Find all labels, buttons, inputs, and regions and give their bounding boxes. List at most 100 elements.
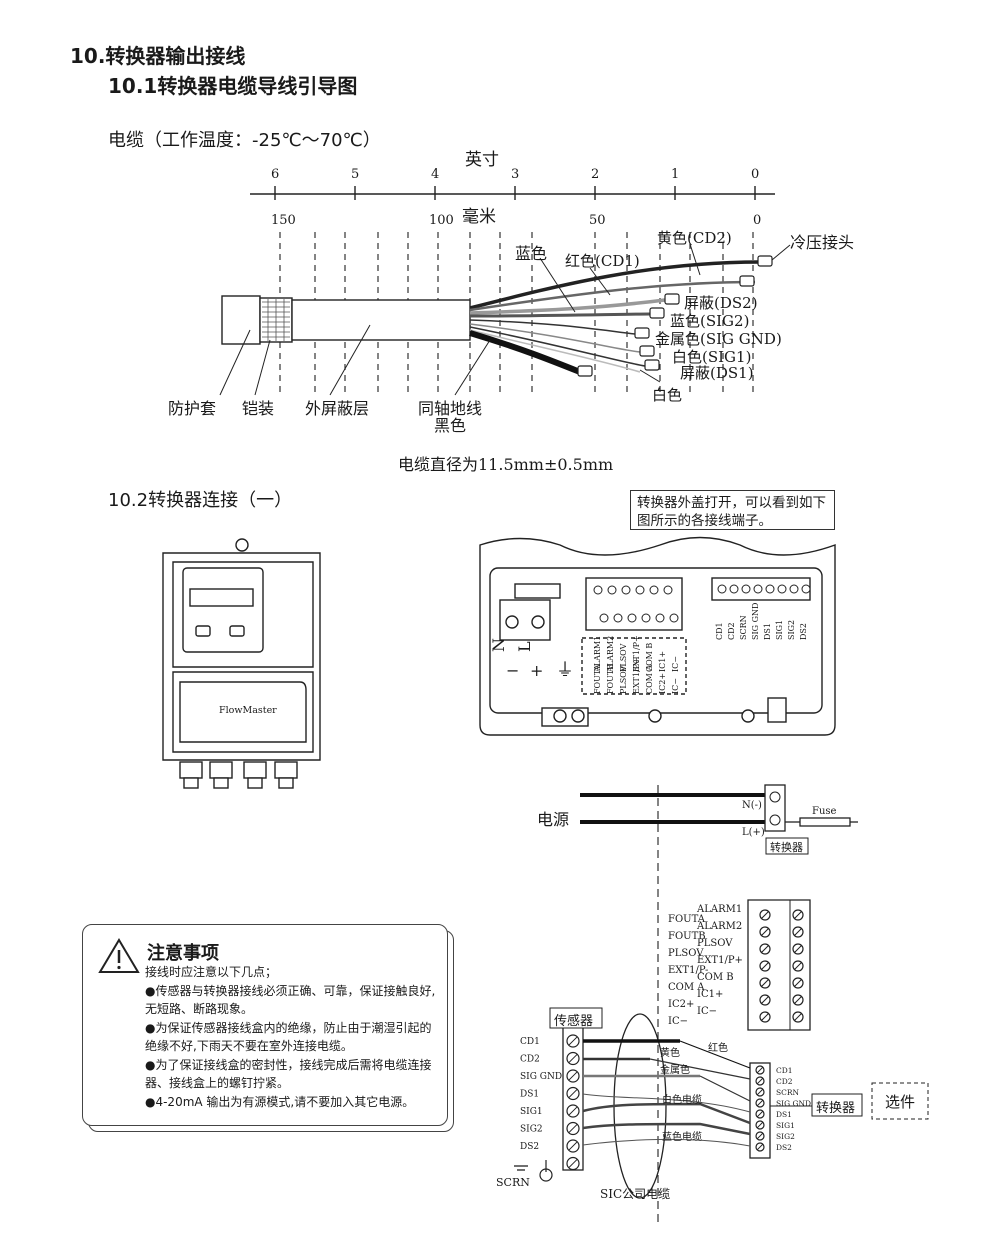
converter-terminal-label: CD1 xyxy=(776,1066,793,1075)
output-terminal-label: COM A xyxy=(668,982,705,993)
sensor-terminal-label: DS1 xyxy=(520,1090,539,1100)
terminal-label: ALARM1 xyxy=(593,636,602,673)
label-white: 白色 xyxy=(652,386,683,404)
converter-terminal-label: CD2 xyxy=(776,1077,793,1086)
sensor-screw-slot xyxy=(568,1106,578,1116)
output-terminal-label: FOUTB xyxy=(668,931,706,942)
output-screw-slot xyxy=(794,962,802,970)
terminal-label: COM B xyxy=(645,643,654,672)
output-screw-slot xyxy=(794,911,802,919)
sensor-terminal-label: CD1 xyxy=(520,1037,540,1047)
label-metal-siggnd: 金属色(SIG GND) xyxy=(655,330,782,348)
output-terminal-label: FOUTA xyxy=(668,914,706,925)
label-blue-sig2: 蓝色(SIG2) xyxy=(670,312,750,330)
sensor-screw-slot xyxy=(568,1141,578,1151)
cable-temperature-label: 电缆（工作温度：-25℃～70℃） xyxy=(108,130,381,151)
converter-terminal-label: SIG2 xyxy=(776,1132,795,1141)
label-shield-ds1: 屏蔽(DS1) xyxy=(680,364,754,382)
sensor-screw-slot xyxy=(568,1123,578,1134)
ruler xyxy=(250,186,775,200)
terminal-label: FOUTB xyxy=(606,664,615,694)
terminal-label: DS1 xyxy=(763,623,772,640)
output-screw-slot xyxy=(794,928,802,936)
display-window xyxy=(182,567,264,653)
converter-terminal-screws xyxy=(755,1065,765,1152)
warning-icon xyxy=(98,938,140,973)
inch-tick-label: 6 xyxy=(271,167,279,182)
cable-diameter-note: 电缆直径为11.5mm±0.5mm xyxy=(398,455,614,474)
key-button-2 xyxy=(229,625,245,637)
terminal-label: CD2 xyxy=(727,622,736,640)
inch-tick-label: 0 xyxy=(751,167,759,182)
label-armor: 铠装 xyxy=(242,399,275,418)
main-heading: 10.转换器输出接线 xyxy=(70,44,246,68)
converter-screw-slot xyxy=(756,1066,764,1074)
sensor-screw-slot xyxy=(568,1053,578,1064)
mm-label: 毫米 xyxy=(462,207,496,227)
section-2-heading: 10.2转换器连接（一） xyxy=(108,490,293,511)
power-n-label: N(-) xyxy=(742,800,762,811)
power-label-n: N xyxy=(489,638,508,652)
converter-screw-slot xyxy=(756,1121,764,1129)
output-terminal-label: EXT1/P+ xyxy=(697,955,743,966)
armor-hatch xyxy=(262,299,290,341)
label-red-cd1: 红色(CD1) xyxy=(565,252,640,270)
sensor-terminal-label: DS2 xyxy=(520,1142,539,1152)
output-screw-slot xyxy=(794,996,802,1004)
converter-terminal-label: DS2 xyxy=(776,1143,792,1152)
converter-screw-slot xyxy=(756,1143,764,1151)
output-terminal-label: IC1+ xyxy=(697,989,723,1000)
cable-wires xyxy=(469,260,761,375)
sensor-screw-slot xyxy=(568,1071,578,1081)
lcd-screen xyxy=(189,588,254,607)
output-terminal-label: ALARM2 xyxy=(696,921,742,932)
terminal-label: DS2 xyxy=(799,623,808,640)
output-terminal-label: ALARM1 xyxy=(696,904,742,915)
converter-label: 转换器 xyxy=(816,1101,856,1116)
inch-tick-label: 2 xyxy=(591,167,599,182)
mounting-tab xyxy=(235,538,249,552)
ground-icon: ⏚ xyxy=(556,660,574,681)
power-l-label: L(+) xyxy=(742,827,765,838)
terminal-label: SIG1 xyxy=(775,620,784,640)
wire-label-yellow: 黄色 xyxy=(660,1046,680,1059)
converter-terminal-label: SCRN xyxy=(776,1088,800,1097)
converter-screw-slot xyxy=(756,1110,764,1118)
mm-tick-label: 100 xyxy=(429,213,454,228)
output-screw-slot xyxy=(794,945,802,953)
label-white-sig1: 白色(SIG1) xyxy=(672,348,752,366)
terminal-label: SCRN xyxy=(739,615,748,640)
sensor-terminal-label: CD2 xyxy=(520,1055,540,1065)
output-screw-slot xyxy=(761,911,769,919)
output-screw-slot xyxy=(761,1013,769,1021)
notice-title: 注意事项 xyxy=(147,943,219,964)
key-button-1 xyxy=(195,625,211,637)
converter-screw-slot xyxy=(756,1088,764,1096)
output-terminal-label: PLSOV xyxy=(668,948,704,959)
terminal-label: FOUTA xyxy=(593,664,602,694)
power-label-l: L xyxy=(515,641,534,652)
terminal-label: EXT1/P+ xyxy=(632,635,641,672)
wire-label-blue: 蓝色电缆 xyxy=(662,1130,702,1143)
output-terminal-label: IC2+ xyxy=(668,999,694,1010)
sensor-screw-slot xyxy=(568,1036,578,1046)
option-label: 选件 xyxy=(885,1093,916,1111)
converter-terminal-label: SIG GND xyxy=(776,1099,811,1108)
notice-line: 接线时应注意以下几点； xyxy=(145,965,278,979)
inch-tick-label: 4 xyxy=(431,167,439,182)
output-screw-slot xyxy=(761,962,769,970)
sensor-terminal-label: SIG1 xyxy=(520,1107,543,1117)
output-terminal-label: PLSOV xyxy=(697,938,733,949)
label-outer-shield: 外屏蔽层 xyxy=(305,399,370,418)
output-screw-slot xyxy=(794,979,802,987)
output-screw-slot xyxy=(761,996,769,1004)
notice-line: ●4-20mA 输出为有源模式,请不要加入其它电源。 xyxy=(145,1094,415,1109)
label-crimp: 冷压接头 xyxy=(790,233,855,252)
output-screw-slot xyxy=(794,1013,802,1021)
